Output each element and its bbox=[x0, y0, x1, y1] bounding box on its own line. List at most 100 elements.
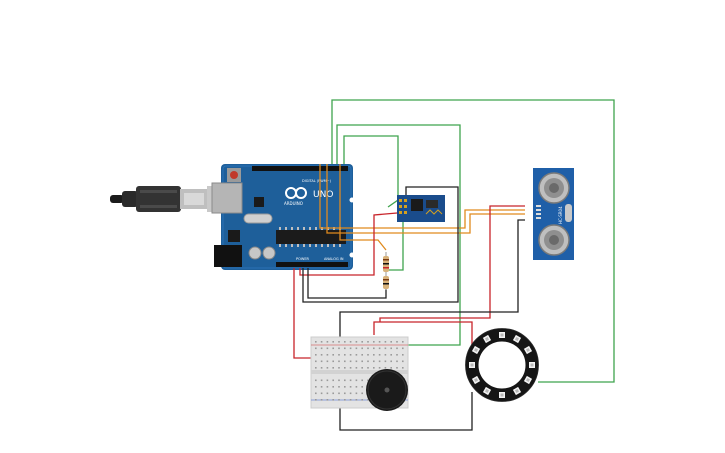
led-pixel-core bbox=[514, 336, 520, 342]
breadboard-hole bbox=[338, 392, 340, 395]
wire-black bbox=[339, 219, 525, 355]
breadboard-hole bbox=[396, 354, 398, 356]
wire-black bbox=[339, 392, 473, 431]
breadboard-hole bbox=[390, 360, 392, 363]
breadboard-hole bbox=[332, 354, 334, 356]
breadboard-hole bbox=[349, 347, 352, 350]
breadboard-hole bbox=[390, 341, 392, 343]
wire-red bbox=[299, 212, 398, 276]
breadboard-hole bbox=[361, 392, 363, 395]
breadboard-hole bbox=[315, 379, 317, 382]
breadboard-hole bbox=[373, 347, 375, 350]
wire-black bbox=[307, 268, 387, 299]
breadboard-hole bbox=[349, 354, 352, 356]
breadboard-hole bbox=[384, 354, 387, 356]
breadboard-hole bbox=[355, 367, 358, 369]
breadboard-hole bbox=[326, 360, 329, 363]
breadboard-hole bbox=[361, 354, 363, 356]
breadboard-hole bbox=[332, 347, 334, 350]
breadboard-hole bbox=[367, 367, 369, 369]
breadboard-hole bbox=[315, 392, 317, 395]
breadboard-hole bbox=[344, 367, 346, 369]
wires bbox=[293, 99, 615, 431]
breadboard-hole bbox=[315, 399, 317, 401]
breadboard-hole bbox=[326, 392, 329, 395]
breadboard-hole bbox=[338, 360, 340, 363]
breadboard-hole bbox=[373, 367, 375, 369]
breadboard-hole bbox=[378, 360, 381, 363]
wire-green bbox=[331, 99, 615, 383]
breadboard-hole bbox=[378, 341, 381, 343]
breadboard-hole bbox=[344, 399, 346, 401]
breadboard-hole bbox=[349, 399, 352, 401]
uno-label: UNO bbox=[313, 190, 333, 200]
breadboard-hole bbox=[320, 354, 323, 356]
analog-label: ANALOG IN bbox=[324, 257, 344, 261]
breadboard-hole bbox=[349, 341, 352, 343]
led-pixel-core bbox=[530, 363, 534, 367]
breadboard-hole bbox=[344, 354, 346, 356]
breadboard-hole bbox=[355, 392, 358, 395]
breadboard-hole bbox=[315, 360, 317, 363]
breadboard-hole bbox=[384, 341, 387, 343]
resistor-icon bbox=[383, 272, 389, 290]
breadboard-hole bbox=[326, 399, 329, 401]
breadboard-hole bbox=[355, 354, 358, 356]
breadboard-hole bbox=[361, 347, 363, 350]
breadboard-hole bbox=[349, 360, 352, 363]
breadboard-hole bbox=[338, 341, 340, 343]
breadboard-hole bbox=[344, 360, 346, 363]
wire-red bbox=[379, 205, 525, 322]
breadboard-hole bbox=[361, 367, 363, 369]
breadboard-hole bbox=[402, 347, 404, 350]
breadboard-hole bbox=[384, 347, 387, 350]
breadboard-hole bbox=[338, 386, 340, 388]
breadboard-hole bbox=[355, 399, 358, 401]
breadboard-hole bbox=[378, 347, 381, 350]
breadboard-hole bbox=[320, 392, 323, 395]
breadboard-hole bbox=[361, 379, 363, 382]
breadboard-hole bbox=[355, 360, 358, 363]
breadboard-hole bbox=[326, 341, 329, 343]
breadboard-hole bbox=[326, 367, 329, 369]
breadboard-hole bbox=[384, 360, 387, 363]
breadboard-hole bbox=[320, 367, 323, 369]
breadboard-hole bbox=[355, 386, 358, 388]
breadboard-hole bbox=[367, 379, 369, 382]
led-pixel-core bbox=[525, 347, 531, 353]
breadboard-hole bbox=[402, 354, 404, 356]
breadboard-hole bbox=[367, 354, 369, 356]
breadboard-hole bbox=[355, 341, 358, 343]
power-label: POWER bbox=[296, 257, 310, 261]
breadboard-hole bbox=[326, 347, 329, 350]
wire-black bbox=[302, 186, 459, 303]
arduino-brand: ARDUINO bbox=[284, 201, 303, 206]
breadboard-hole bbox=[378, 354, 381, 356]
piezo-buzzer-icon bbox=[366, 369, 408, 411]
breadboard-hole bbox=[396, 360, 398, 363]
breadboard-hole bbox=[396, 347, 398, 350]
breadboard-hole bbox=[373, 341, 375, 343]
usb-cable-icon bbox=[110, 186, 223, 212]
breadboard-hole bbox=[338, 347, 340, 350]
wire-orange bbox=[339, 164, 387, 251]
breadboard-hole bbox=[361, 341, 363, 343]
breadboard-hole bbox=[320, 379, 323, 382]
breadboard-hole bbox=[338, 367, 340, 369]
breadboard-hole bbox=[402, 341, 404, 343]
breadboard-hole bbox=[338, 399, 340, 401]
breadboard-hole bbox=[315, 341, 317, 343]
wire-green bbox=[388, 218, 404, 271]
breadboard-hole bbox=[338, 354, 340, 356]
breadboard-hole bbox=[349, 386, 352, 388]
wire-red bbox=[373, 321, 473, 345]
breadboard-hole bbox=[344, 392, 346, 395]
breadboard-hole bbox=[320, 341, 323, 343]
hc-sr04-label: HC-SR04 bbox=[558, 206, 563, 224]
wire-green bbox=[336, 124, 461, 346]
breadboard-hole bbox=[402, 360, 404, 363]
breadboard-hole bbox=[344, 386, 346, 388]
breadboard-hole bbox=[355, 347, 358, 350]
led-pixel-core bbox=[500, 393, 504, 397]
